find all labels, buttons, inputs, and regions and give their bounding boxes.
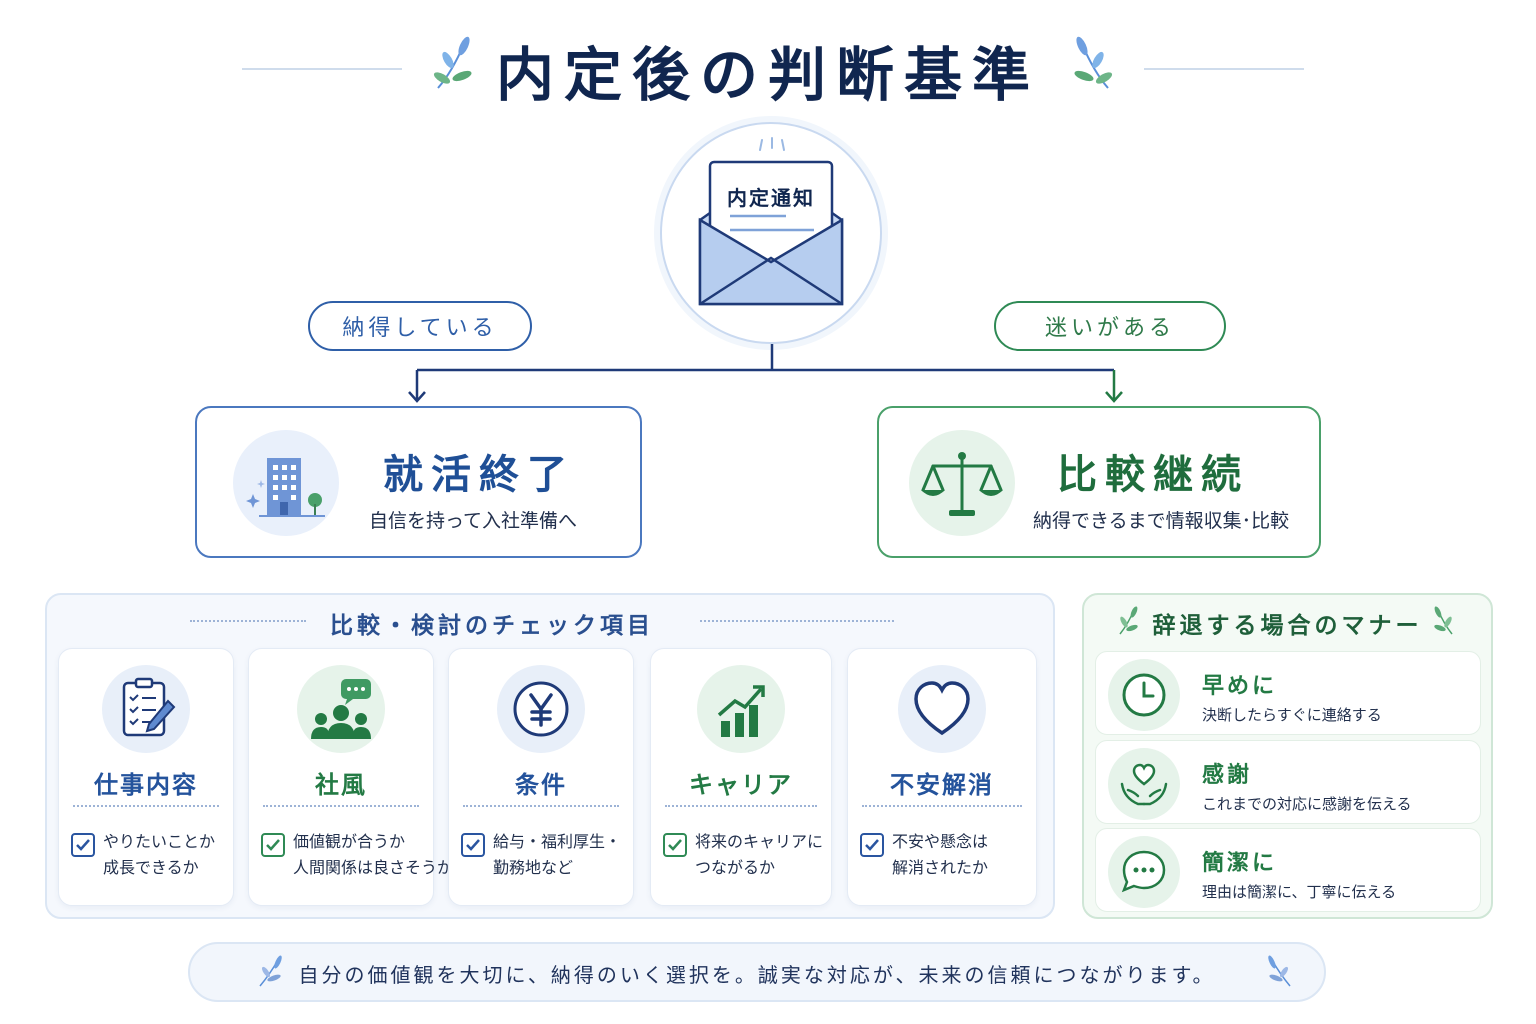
hands-heart-icon	[1120, 763, 1168, 806]
clock-icon	[1122, 673, 1166, 717]
leaf-sprig-icon	[1119, 606, 1138, 635]
check-card-title: 条件	[515, 771, 567, 799]
check-card-text: 将来のキャリアにつながるか	[695, 832, 824, 877]
check-card-title: 仕事内容	[94, 771, 198, 799]
branch-connector	[408, 344, 1123, 403]
card-divider	[862, 805, 1022, 807]
yen-icon-circle	[497, 665, 585, 753]
checkbox-icon	[860, 833, 884, 857]
manner-title: 感謝	[1202, 763, 1253, 788]
check-card-anxiety: 不安解消 不安や懸念は解消されたか	[847, 648, 1037, 906]
leaf-sprig-icon	[259, 955, 282, 987]
checklist-title: 比較・検討のチェック項目	[330, 613, 654, 639]
checklist-title-dots-left	[190, 620, 306, 622]
page-title: 内定後の判断基準	[495, 41, 1040, 109]
speech-bubble-icon-circle	[1108, 836, 1180, 908]
speech-bubble-icon	[1121, 850, 1166, 893]
manner-row-early: 早めに 決断したらすぐに連絡する	[1095, 651, 1481, 735]
leaf-sprig-icon	[1268, 955, 1291, 987]
check-card-title: 不安解消	[890, 771, 994, 799]
satisfied-pill: 納得している	[308, 301, 532, 351]
check-card-career: キャリア 将来のキャリアにつながるか	[650, 648, 832, 906]
manner-row-gratitude: 感謝 これまでの対応に感謝を伝える	[1095, 740, 1481, 824]
end-job-hunting-box: 就活終了 自信を持って入社準備へ	[195, 406, 642, 558]
check-card-title: キャリア	[689, 771, 793, 799]
people-icon-circle	[297, 665, 385, 753]
card-divider	[463, 805, 619, 807]
leaf-sprig-icon	[433, 36, 472, 89]
leaf-sprig-icon	[1074, 36, 1113, 89]
check-card-text: やりたいことか成長できるか	[103, 832, 216, 877]
continue-comparing-title: 比較継続	[1057, 452, 1249, 498]
title-line-right	[1144, 68, 1304, 70]
building-icon-circle	[233, 430, 339, 536]
check-card-culture: 社風 価値観が合うか人間関係は良さそうか	[248, 648, 453, 906]
manner-title: 簡潔に	[1202, 851, 1278, 876]
checklist-title-dots-right	[700, 620, 894, 622]
continue-comparing-subtitle: 納得できるまで情報収集･比較	[1033, 510, 1290, 532]
yen-icon	[513, 681, 569, 737]
check-card-work: 仕事内容 やりたいことか成長できるか	[58, 648, 234, 906]
leaf-sprig-icon	[1434, 606, 1453, 635]
clipboard-icon-circle	[102, 665, 190, 753]
undecided-pill: 迷いがある	[994, 301, 1226, 351]
check-card-conditions: 条件 給与・福利厚生・勤務地など	[448, 648, 634, 906]
manner-subtitle: これまでの対応に感謝を伝える	[1202, 795, 1412, 813]
check-card-text: 不安や懸念は解消されたか	[892, 832, 989, 877]
checkbox-icon	[261, 833, 285, 857]
scale-icon-circle	[909, 430, 1015, 536]
manner-row-concise: 簡潔に 理由は簡潔に、丁寧に伝える	[1095, 828, 1481, 912]
hands-heart-icon-circle	[1108, 748, 1180, 820]
heart-icon-circle	[898, 665, 986, 753]
manner-subtitle: 理由は簡潔に、丁寧に伝える	[1202, 883, 1397, 901]
heart-icon	[914, 681, 970, 736]
manner-subtitle: 決断したらすぐに連絡する	[1202, 706, 1382, 724]
check-card-title: 社風	[315, 771, 367, 799]
building-icon	[246, 458, 325, 517]
continue-comparing-box: 比較継続 納得できるまで情報収集･比較	[877, 406, 1321, 558]
manner-title: 早めに	[1202, 674, 1278, 699]
card-divider	[263, 805, 419, 807]
card-divider	[73, 805, 219, 807]
end-job-hunting-title: 就活終了	[383, 452, 575, 498]
clock-icon-circle	[1108, 659, 1180, 731]
clipboard-icon	[122, 677, 176, 737]
decline-manners-title: 辞退する場合のマナー	[1152, 613, 1423, 639]
envelope-icon	[698, 137, 844, 306]
checkbox-icon	[71, 833, 95, 857]
people-icon	[311, 679, 371, 739]
checkbox-icon	[663, 833, 687, 857]
card-divider	[665, 805, 817, 807]
check-card-text: 給与・福利厚生・勤務地など	[493, 832, 622, 877]
checkbox-icon	[461, 833, 485, 857]
title-line-left	[242, 68, 402, 70]
balance-scale-icon	[921, 452, 1003, 516]
check-card-text: 価値観が合うか人間関係は良さそうか	[293, 832, 454, 877]
growth-chart-icon-circle	[697, 665, 785, 753]
end-job-hunting-subtitle: 自信を持って入社準備へ	[369, 510, 578, 532]
footer-banner	[188, 942, 1326, 1002]
growth-chart-icon	[717, 685, 765, 737]
letter-title: 内定通知	[727, 186, 815, 210]
footer-message: 自分の価値観を大切に、納得のいく選択を。誠実な対応が、未来の信頼につながります。	[298, 963, 1216, 987]
